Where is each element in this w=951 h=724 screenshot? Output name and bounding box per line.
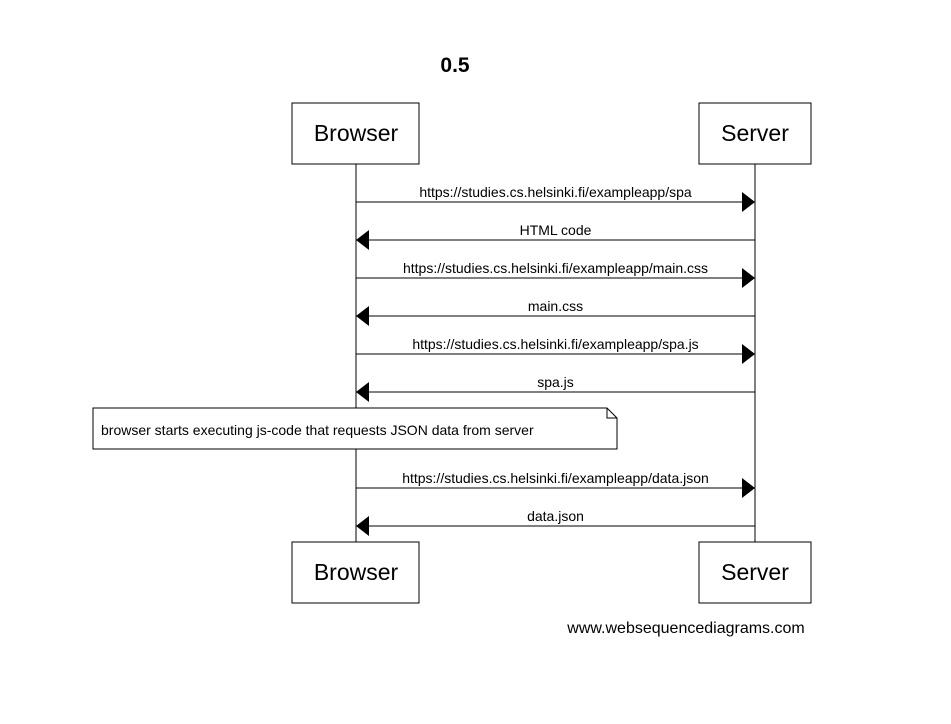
actor-server-bottom-label: Server [721, 559, 789, 585]
message-4: main.css [356, 298, 755, 326]
actor-browser-bottom: Browser [291, 541, 420, 604]
message-8: data.json [356, 508, 755, 536]
messages-group: https://studies.cs.helsinki.fi/exampleap… [356, 184, 755, 536]
message-7: https://studies.cs.helsinki.fi/exampleap… [356, 470, 755, 498]
message-label: https://studies.cs.helsinki.fi/exampleap… [402, 470, 709, 486]
note-text: browser starts executing js-code that re… [101, 422, 534, 438]
message-label: https://studies.cs.helsinki.fi/exampleap… [412, 336, 698, 352]
actor-server-top: Server [698, 102, 812, 165]
actor-browser-top-label: Browser [314, 120, 399, 146]
message-label: https://studies.cs.helsinki.fi/exampleap… [403, 260, 708, 276]
message-arrowhead [356, 306, 369, 326]
actor-server-top-label: Server [721, 120, 789, 146]
message-label: HTML code [520, 222, 592, 238]
message-arrowhead [742, 344, 755, 364]
message-label: main.css [528, 298, 583, 314]
message-5: https://studies.cs.helsinki.fi/exampleap… [356, 336, 755, 364]
message-label: https://studies.cs.helsinki.fi/exampleap… [419, 184, 692, 200]
watermark: www.websequencediagrams.com [566, 620, 804, 637]
message-2: HTML code [356, 222, 755, 250]
diagram-title: 0.5 [440, 54, 470, 77]
message-arrowhead [356, 382, 369, 402]
actor-browser-top: Browser [291, 102, 420, 165]
message-arrowhead [356, 230, 369, 250]
actor-server-bottom: Server [698, 541, 812, 604]
note: browser starts executing js-code that re… [92, 407, 618, 450]
message-arrowhead [742, 192, 755, 212]
message-6: spa.js [356, 374, 755, 402]
actor-browser-bottom-label: Browser [314, 559, 399, 585]
message-arrowhead [742, 268, 755, 288]
message-arrowhead [742, 478, 755, 498]
message-3: https://studies.cs.helsinki.fi/exampleap… [356, 260, 755, 288]
message-1: https://studies.cs.helsinki.fi/exampleap… [356, 184, 755, 212]
message-arrowhead [356, 516, 369, 536]
message-label: data.json [527, 508, 584, 524]
message-label: spa.js [537, 374, 574, 390]
